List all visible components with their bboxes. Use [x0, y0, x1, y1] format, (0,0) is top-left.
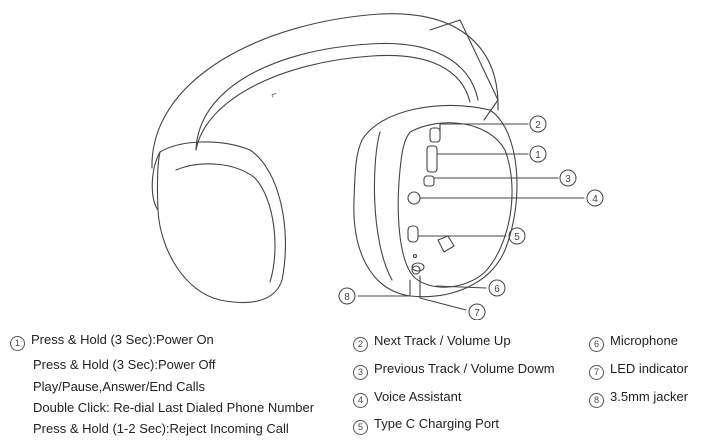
legend-num-6: 6 [589, 337, 604, 352]
callout-4: 4 [592, 194, 598, 205]
callout-1: 1 [535, 150, 541, 161]
jack-port [411, 265, 421, 275]
legend-3-text: Previous Track / Volume Dowm [374, 361, 555, 376]
left-earcup-rim [151, 151, 161, 211]
legend-num-2: 2 [353, 337, 368, 352]
right-earcup-outer [353, 104, 518, 298]
legend-4-text: Voice Assistant [374, 389, 462, 404]
left-earcup-outer [156, 141, 287, 303]
headband-outer [151, 13, 499, 169]
legend-1-line-1: Press & Hold (3 Sec):Power On [31, 332, 214, 347]
legend-item-1: 1 Press & Hold (3 Sec):Power On [10, 332, 214, 351]
usb-port [407, 225, 419, 243]
legend-num-1: 1 [10, 336, 25, 351]
headphone-diagram: 2 1 3 4 5 6 7 8 L [151, 13, 604, 320]
legend-5-text: Type C Charging Port [374, 416, 500, 431]
legend-item-6: 6 Microphone [589, 333, 678, 352]
leader-8 [357, 279, 411, 297]
legend-7-text: LED indicator [610, 361, 689, 376]
callout-5: 5 [514, 232, 520, 243]
headband-edge [195, 54, 471, 151]
headband-inner [195, 42, 479, 151]
leader-7 [419, 275, 467, 311]
legend-2-text: Next Track / Volume Up [374, 333, 511, 348]
legend-1-line-5: Press & Hold (1-2 Sec):Reject Incoming C… [33, 421, 289, 436]
legend-item-7: 7 LED indicator [589, 361, 688, 380]
legend-6-text: Microphone [610, 333, 678, 348]
button-next [429, 127, 441, 143]
legend-num-4: 4 [353, 393, 368, 408]
callout-7: 7 [474, 308, 480, 319]
callout-2: 2 [535, 120, 541, 131]
legend-item-8: 8 3.5mm jacker [589, 389, 688, 408]
mic-hole [412, 253, 418, 259]
legend-item-2: 2 Next Track / Volume Up [353, 333, 511, 352]
legend-num-7: 7 [589, 365, 604, 380]
right-earcup-rim [373, 131, 393, 281]
earcup-logo [437, 235, 455, 253]
callout-8: 8 [344, 292, 350, 303]
leader-2 [439, 123, 529, 133]
legend-item-4: 4 Voice Assistant [353, 389, 461, 408]
button-voice [407, 191, 421, 205]
button-prev [423, 175, 435, 187]
right-yoke [429, 19, 499, 121]
legend-num-3: 3 [353, 365, 368, 380]
button-power [426, 145, 438, 173]
left-earcup-inner [175, 163, 276, 283]
callout-3: 3 [565, 174, 571, 185]
band-mark-l: L [269, 92, 277, 98]
right-earcup-face [397, 122, 513, 288]
legend-item-3: 3 Previous Track / Volume Dowm [353, 361, 555, 380]
led [411, 262, 425, 272]
legend-1-line-4: Double Click: Re-dial Last Dialed Phone … [33, 400, 315, 415]
callout-6: 6 [494, 284, 500, 295]
leader-6 [435, 285, 487, 289]
legend-item-5: 5 Type C Charging Port [353, 416, 499, 435]
legend-8-text: 3.5mm jacker [610, 389, 689, 404]
legend-num-8: 8 [589, 393, 604, 408]
legend-num-5: 5 [353, 420, 368, 435]
legend-1-line-2: Press & Hold (3 Sec):Power Off [33, 357, 216, 372]
legend-1-line-3: Play/Pause,Answer/End Calls [33, 379, 205, 394]
